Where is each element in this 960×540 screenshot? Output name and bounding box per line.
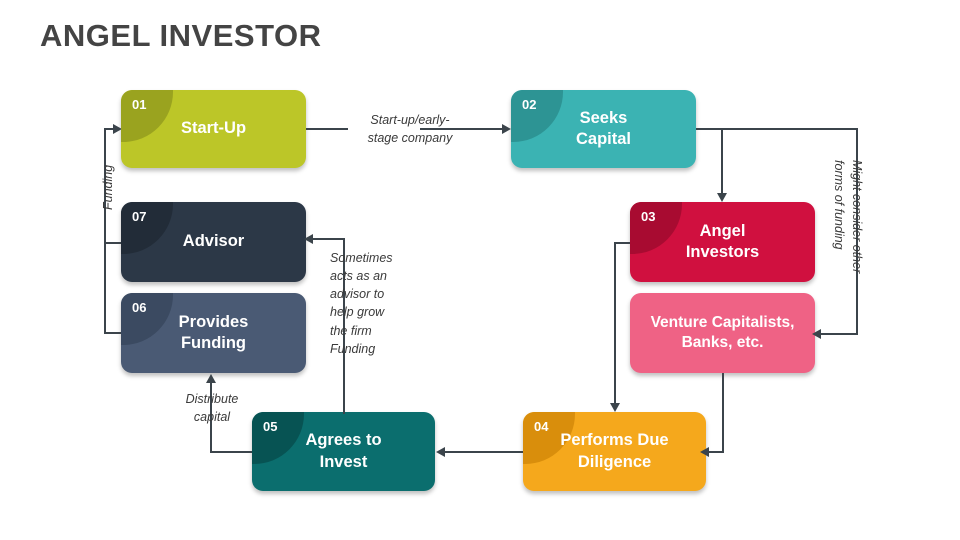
connector-06-left-stub <box>104 332 123 334</box>
connector-down-right-rail <box>856 128 858 334</box>
connector-05-up-to-06 <box>210 382 212 452</box>
connector-rail-into-01 <box>104 128 115 130</box>
connector-02-right <box>696 128 858 130</box>
arrow-into-07 <box>304 234 313 244</box>
connector-01-to-label <box>306 128 348 130</box>
annotation-startup-to-seeks: Start-up/early-stage company <box>367 113 453 146</box>
node-03-number: 03 <box>641 209 656 224</box>
arrow-into-03 <box>717 193 727 202</box>
node-02-badge: 02 <box>511 90 563 142</box>
connector-03-left <box>614 242 632 244</box>
node-07-label: Advisor <box>182 232 245 251</box>
node-01-number: 01 <box>132 97 147 112</box>
node-07-advisor[interactable]: 07 Advisor <box>121 202 306 282</box>
connector-down-to-03 <box>721 128 723 194</box>
node-venture-capitalists[interactable]: Venture Capitalists,Banks, etc. <box>630 293 815 373</box>
node-01-label: Start-Up <box>180 119 247 138</box>
node-04-number: 04 <box>534 419 549 434</box>
arrow-into-05 <box>436 447 445 457</box>
connector-left-funding-rail <box>104 128 106 333</box>
node-venture-capitalists-label: Venture Capitalists,Banks, etc. <box>650 314 795 351</box>
connector-vc-into-04 <box>708 451 724 453</box>
connector-vc-down <box>722 373 724 452</box>
connector-07-left-stub <box>104 242 123 244</box>
arrow-into-vc <box>812 329 821 339</box>
connector-up-into-07 <box>312 238 345 240</box>
node-06-number: 06 <box>132 300 147 315</box>
connector-05-top-up <box>343 238 345 414</box>
node-02-number: 02 <box>522 97 537 112</box>
arrow-into-04-right <box>700 447 709 457</box>
node-05-number: 05 <box>263 419 278 434</box>
connector-05-left <box>210 451 254 453</box>
connector-label-to-02 <box>420 128 502 130</box>
connector-into-vc <box>820 333 858 335</box>
node-01-start-up[interactable]: 01 Start-Up <box>121 90 306 168</box>
page-title: ANGEL INVESTOR <box>40 18 322 53</box>
node-07-number: 07 <box>132 209 147 224</box>
arrow-into-04-top <box>610 403 620 412</box>
arrow-into-02 <box>502 124 511 134</box>
arrow-into-06 <box>206 374 216 383</box>
annotation-funding-left: Funding <box>101 164 115 210</box>
connector-03-down <box>614 242 616 404</box>
node-07-badge: 07 <box>121 202 173 254</box>
connector-04-to-05 <box>444 451 524 453</box>
arrow-into-01 <box>113 124 122 134</box>
